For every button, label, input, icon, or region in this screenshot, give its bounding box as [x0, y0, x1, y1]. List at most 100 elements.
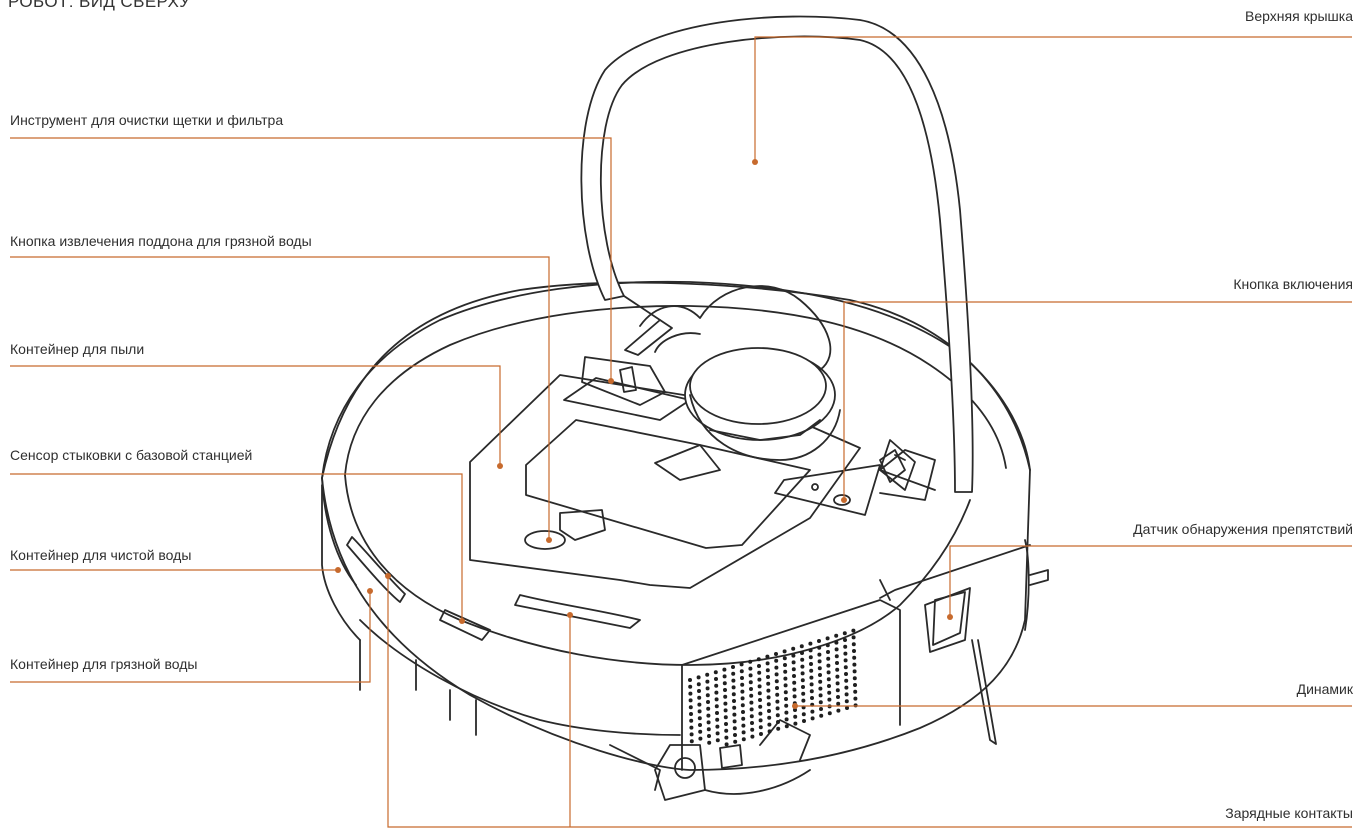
speaker-hole: [835, 674, 840, 679]
speaker-hole: [765, 654, 770, 659]
speaker-hole: [696, 675, 701, 680]
speaker-hole: [767, 715, 772, 720]
speaker-hole: [817, 666, 822, 671]
speaker-hole: [740, 682, 745, 687]
speaker-hole: [818, 679, 823, 684]
speaker-hole: [688, 698, 693, 703]
speaker-hole: [800, 671, 805, 676]
speaker-hole: [697, 702, 702, 707]
speaker-hole: [826, 677, 831, 682]
speaker-hole: [722, 674, 727, 679]
top-panel: [346, 285, 936, 641]
speaker-hole: [851, 628, 856, 633]
speaker-hole: [698, 729, 703, 734]
label-power-button: Кнопка включения: [1233, 276, 1353, 292]
speaker-hole: [851, 635, 856, 640]
speaker-hole: [836, 695, 840, 699]
speaker-hole: [749, 693, 754, 698]
speaker-hole: [749, 714, 754, 719]
speaker-hole: [740, 676, 744, 680]
speaker-hole: [707, 734, 711, 738]
speaker-hole: [749, 707, 754, 712]
speaker-hole: [809, 682, 814, 687]
speaker-hole: [732, 705, 737, 710]
speaker-hole: [834, 633, 839, 638]
speaker-hole: [809, 668, 814, 673]
speaker-hole: [731, 671, 736, 676]
speaker-hole: [852, 669, 857, 674]
speaker-hole: [758, 704, 763, 709]
speaker-hole: [784, 697, 788, 701]
speaker-hole: [774, 658, 779, 663]
speaker-hole: [750, 721, 754, 725]
speaker-hole: [688, 691, 693, 696]
speaker-hole: [767, 709, 771, 713]
speaker-hole: [836, 708, 841, 713]
speaker-hole: [783, 690, 788, 695]
speaker-hole: [749, 687, 753, 691]
speaker-hole: [809, 689, 814, 694]
speaker-hole: [739, 662, 744, 667]
speaker-hole: [689, 732, 694, 737]
speaker-hole: [732, 726, 737, 731]
speaker-hole: [802, 719, 806, 723]
robot-body: [321, 280, 1049, 801]
speaker-hole: [844, 692, 849, 697]
speaker-hole: [774, 652, 778, 656]
speaker-hole: [842, 631, 847, 636]
speaker-hole: [801, 698, 806, 703]
speaker-hole: [775, 706, 780, 711]
speaker-hole: [817, 659, 822, 664]
speaker-hole: [705, 686, 710, 691]
speaker-hole: [799, 644, 804, 649]
speaker-hole: [792, 674, 796, 678]
speaker-hole: [825, 636, 830, 641]
speaker-hole: [852, 676, 857, 681]
speaker-hole: [845, 706, 849, 710]
speaker-hole: [817, 652, 822, 657]
speaker-hole: [843, 644, 848, 649]
speaker-hole: [792, 680, 797, 685]
speaker-hole: [834, 654, 839, 659]
label-clean-water-tank: Контейнер для чистой воды: [10, 547, 192, 563]
speaker-hole: [792, 694, 797, 699]
label-cleaning-tool: Инструмент для очистки щетки и фильтра: [10, 112, 284, 128]
speaker-grill: [688, 628, 858, 747]
speaker-hole: [818, 673, 822, 677]
speaker-hole: [756, 657, 761, 662]
speaker-hole: [697, 689, 701, 693]
speaker-hole: [723, 688, 727, 692]
speaker-hole: [731, 685, 736, 690]
speaker-hole: [801, 691, 806, 696]
speaker-hole: [818, 686, 823, 691]
speaker-hole: [715, 738, 720, 743]
speaker-hole: [689, 712, 693, 716]
leader-lines: [10, 36, 1352, 828]
speaker-hole: [714, 677, 718, 681]
speaker-hole: [758, 698, 762, 702]
speaker-hole: [791, 667, 796, 672]
speaker-hole: [774, 679, 779, 684]
speaker-hole: [827, 684, 831, 688]
speaker-hole: [741, 710, 745, 714]
speaker-hole: [722, 681, 727, 686]
speaker-hole: [714, 690, 719, 695]
speaker-hole: [706, 700, 710, 704]
speaker-hole: [791, 660, 796, 665]
label-docking-sensor: Сенсор стыковки с базовой станцией: [10, 447, 253, 463]
speaker-hole: [740, 689, 745, 694]
speaker-hole: [731, 692, 736, 697]
speaker-hole: [723, 708, 728, 713]
speaker-hole: [740, 703, 745, 708]
speaker-hole: [817, 639, 821, 643]
speaker-hole: [741, 716, 746, 721]
speaker-hole: [825, 643, 830, 648]
speaker-hole: [757, 670, 762, 675]
speaker-hole: [809, 662, 813, 666]
speaker-hole: [843, 651, 848, 656]
speaker-hole: [853, 696, 858, 701]
speaker-hole: [724, 742, 729, 747]
speaker-hole: [810, 709, 815, 714]
speaker-hole: [843, 665, 848, 670]
speaker-hole: [782, 649, 787, 654]
